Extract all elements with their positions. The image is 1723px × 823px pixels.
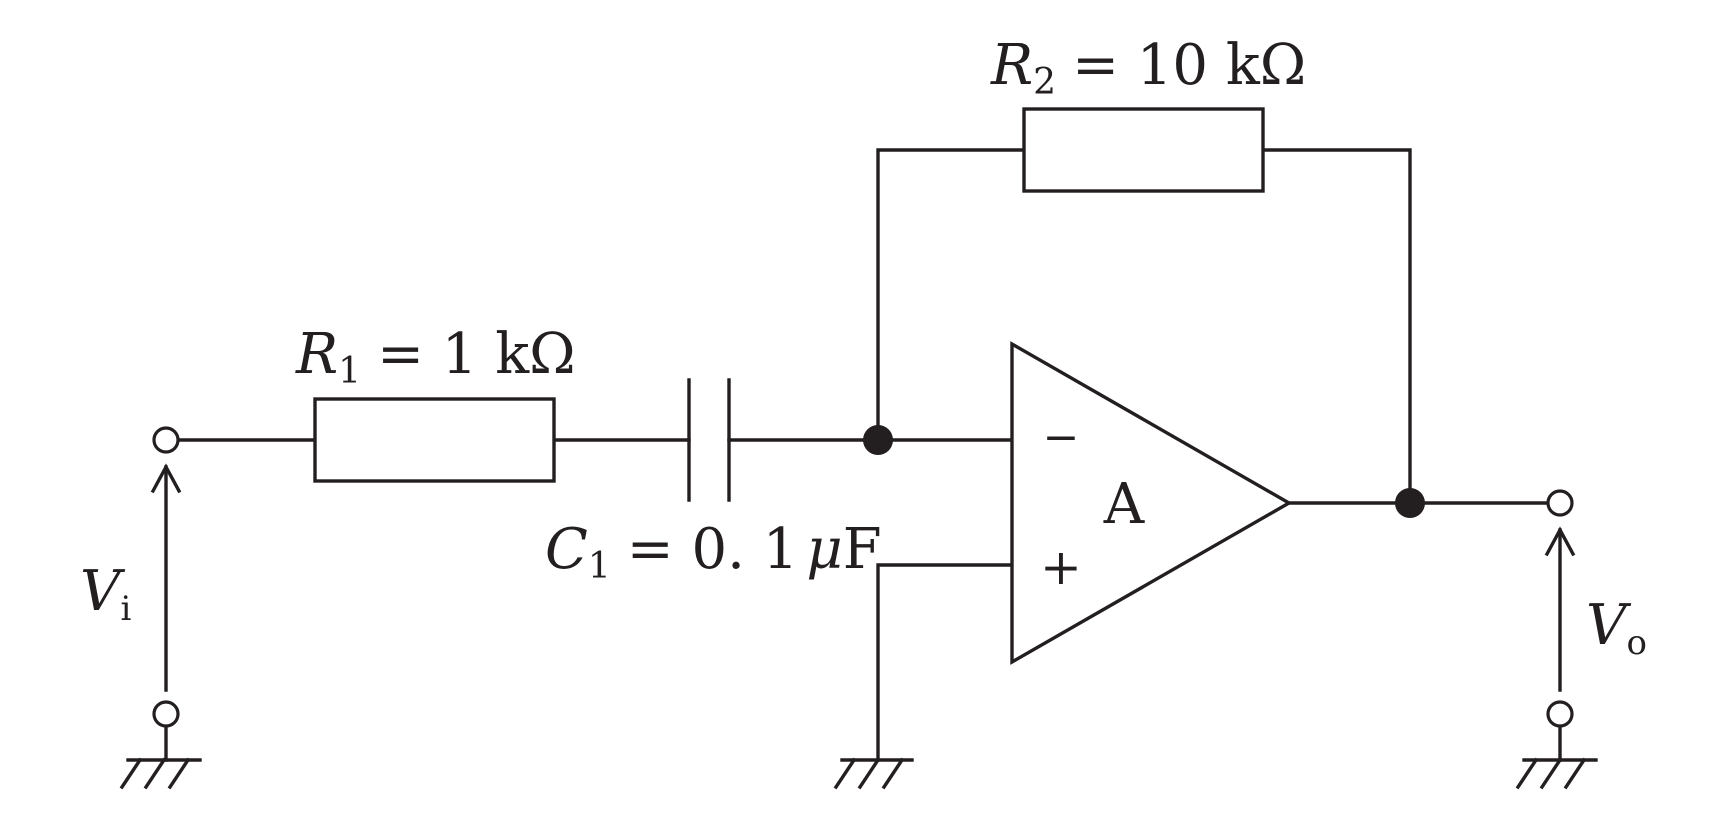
label-c1-symbol: C <box>545 517 588 582</box>
label-vi: Vi <box>80 559 131 629</box>
terminal-input-ground <box>152 700 180 728</box>
label-vi-sub: i <box>120 589 131 629</box>
arrow-vi <box>150 463 182 692</box>
label-r1: R1 = 1 kΩ <box>295 322 576 392</box>
wire-feedback-right <box>1261 148 1412 505</box>
label-r1-value: = 1 kΩ <box>377 322 576 387</box>
ground-symbol-noninverting <box>833 757 914 790</box>
op-amp-triangle <box>1010 341 1293 665</box>
label-r2-symbol: R <box>990 33 1033 98</box>
op-amp-label: A <box>1103 472 1145 537</box>
junction-output-node <box>1395 488 1425 518</box>
capacitor-c1 <box>687 378 731 502</box>
label-vo-sub: o <box>1626 623 1646 663</box>
wire-feedback-left <box>876 148 1026 442</box>
op-amp-noninverting-sign: + <box>1040 538 1082 596</box>
terminal-input <box>152 426 180 454</box>
label-r2-sub: 2 <box>1033 62 1056 103</box>
label-vo-symbol: V <box>1586 593 1632 658</box>
label-r1-symbol: R <box>295 322 338 387</box>
label-c1-value: = 0. 1 <box>627 517 799 582</box>
label-r2: R2 = 10 kΩ <box>990 33 1306 103</box>
arrow-vo <box>1544 526 1576 692</box>
wire-noninverting-to-ground <box>876 563 1014 762</box>
terminal-output <box>1546 489 1574 517</box>
resistor-r1 <box>313 397 556 483</box>
label-r2-value: = 10 kΩ <box>1072 33 1306 98</box>
resistor-r2 <box>1022 107 1265 193</box>
op-amp: − + A <box>1010 341 1293 665</box>
ground-symbol-output <box>1515 757 1598 790</box>
label-c1-mu: μ <box>806 517 842 582</box>
label-c1-sub: 1 <box>588 546 611 587</box>
terminal-output-ground <box>1546 700 1574 728</box>
label-c1-unit: F <box>843 517 882 582</box>
junction-inverting-node <box>863 425 893 455</box>
arrow-vi-head <box>150 463 182 494</box>
ground-symbol-input <box>119 757 202 790</box>
label-r1-sub: 1 <box>338 351 361 392</box>
label-vo: Vo <box>1586 593 1647 663</box>
op-amp-inverting-sign: − <box>1043 412 1080 463</box>
label-vi-symbol: V <box>80 559 126 624</box>
arrow-vo-head <box>1544 526 1576 557</box>
